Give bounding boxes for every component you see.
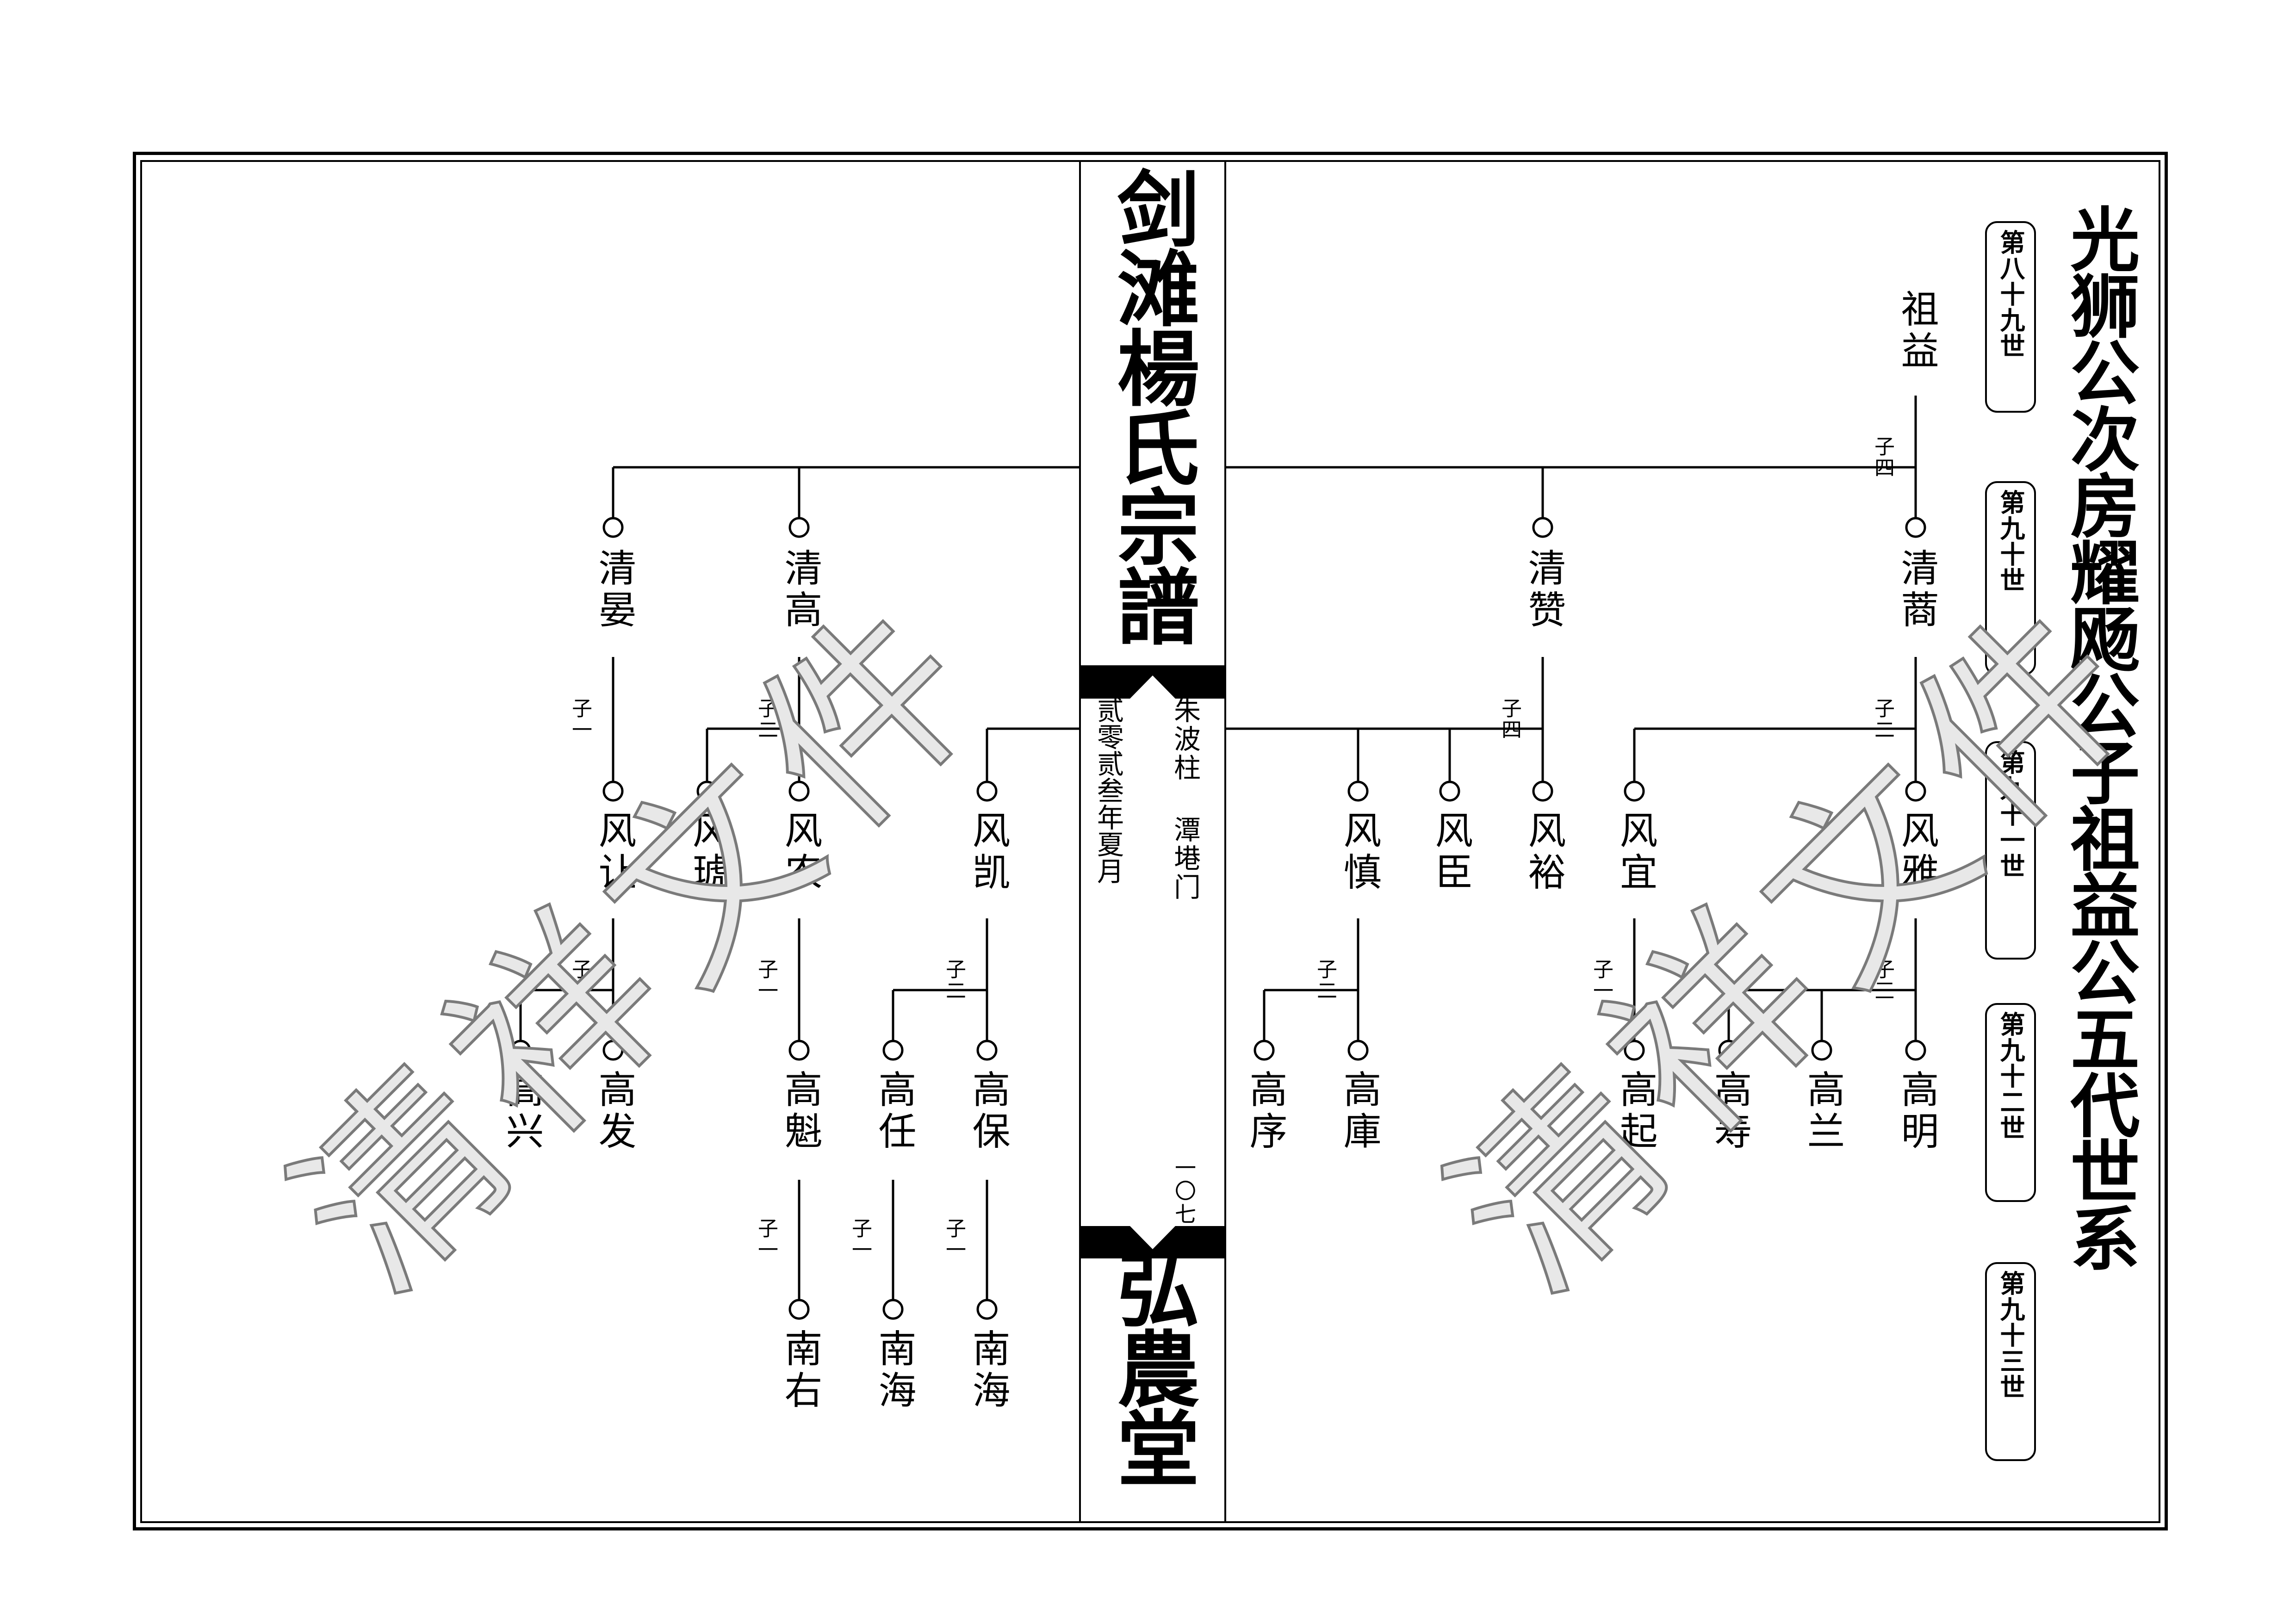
node-marker [1532, 781, 1553, 802]
spine-ornament-top [1081, 665, 1224, 699]
person-name: 风农 [778, 811, 822, 894]
node-marker [602, 1040, 624, 1061]
node-marker [1253, 1040, 1275, 1061]
node-marker [976, 781, 998, 802]
son-count: 子二 [568, 959, 592, 1001]
node-marker [882, 1299, 904, 1320]
person-name: 风琥 [686, 811, 730, 894]
node-marker [976, 1299, 998, 1320]
person-name: 清高 [778, 548, 822, 632]
person-name: 南右 [778, 1329, 822, 1412]
person-name: 高保 [966, 1070, 1010, 1153]
son-count: 子四 [1871, 436, 1894, 478]
person-name: 高寿 [1707, 1070, 1751, 1153]
author-text: 朱波柱 潭塂门 [1169, 696, 1201, 902]
person-name: 风雅 [1894, 811, 1938, 894]
person-name: 高起 [1613, 1070, 1657, 1153]
date-text: 贰零贰叁年夏月 [1092, 696, 1124, 884]
node-marker [1439, 781, 1460, 802]
generation-label: 第九十三世 [1985, 1262, 2036, 1461]
node-marker [1905, 1040, 1926, 1061]
node-marker [1905, 517, 1926, 538]
node-marker [788, 1040, 810, 1061]
person-name: 清赞 [1521, 548, 1565, 632]
person-name: 南海 [872, 1329, 916, 1412]
node-marker [788, 781, 810, 802]
person-name: 高明 [1894, 1070, 1938, 1153]
person-name: 高序 [1243, 1070, 1287, 1153]
inner-border [140, 160, 2160, 1523]
node-marker [1811, 1040, 1832, 1061]
person-name: 高庫 [1337, 1070, 1381, 1153]
person-name: 南海 [966, 1329, 1010, 1412]
person-name: 风宜 [1613, 811, 1657, 894]
genealogy-title: 光狮公次房耀飏公子祖益公五代世系 [2059, 204, 2140, 1270]
spine-ornament-bottom [1081, 1226, 1224, 1258]
person-name: 高魁 [778, 1070, 822, 1153]
node-marker [788, 1299, 810, 1320]
son-count: 子二 [754, 698, 778, 740]
node-marker [602, 517, 624, 538]
book-title: 剑滩楊氏宗譜 [1104, 167, 1200, 644]
person-name: 高兴 [499, 1070, 543, 1153]
son-count: 子二 [942, 959, 966, 1001]
node-marker [1347, 1040, 1369, 1061]
page-number: 一〇七 [1172, 1157, 1197, 1226]
node-marker [1624, 1040, 1645, 1061]
node-marker [1624, 781, 1645, 802]
person-name: 风慎 [1337, 811, 1381, 894]
node-marker [696, 781, 718, 802]
person-name: 清蔏 [1894, 548, 1938, 632]
person-name: 高兰 [1800, 1070, 1844, 1153]
person-name: 风裕 [1521, 811, 1565, 894]
son-count: 子一 [754, 959, 778, 1001]
person-name: 风凯 [966, 811, 1010, 894]
node-marker [1532, 517, 1553, 538]
node-marker [976, 1040, 998, 1061]
son-count: 子一 [942, 1218, 966, 1260]
son-count: 子一 [848, 1218, 872, 1260]
node-marker [510, 1040, 531, 1061]
son-count: 子三 [1871, 959, 1894, 1001]
node-marker [1347, 781, 1369, 802]
person-name: 高任 [872, 1070, 916, 1153]
person-name: 风臣 [1428, 811, 1472, 894]
person-name: 祖益 [1894, 289, 1938, 372]
son-count: 子二 [1871, 698, 1894, 740]
generation-label: 第九十一世 [1985, 741, 2036, 960]
person-name: 风让 [592, 811, 636, 894]
son-count: 子一 [568, 698, 592, 740]
son-count: 子一 [1589, 959, 1613, 1001]
son-count: 子二 [1313, 959, 1337, 1001]
outer-border [133, 152, 2168, 1530]
generation-label: 第八十九世 [1985, 221, 2036, 413]
person-name: 清晏 [592, 548, 636, 632]
node-marker [1718, 1040, 1739, 1061]
generation-label: 第九十二世 [1985, 1003, 2036, 1202]
node-marker [1905, 781, 1926, 802]
spine-column [1079, 160, 1226, 1523]
node-marker [882, 1040, 904, 1061]
person-name: 高发 [592, 1070, 636, 1153]
node-marker [788, 517, 810, 538]
son-count: 子一 [754, 1218, 778, 1260]
generation-label: 第九十世 [1985, 481, 2036, 675]
hall-name: 弘農堂 [1104, 1247, 1200, 1486]
son-count: 子四 [1498, 698, 1521, 740]
node-marker [602, 781, 624, 802]
